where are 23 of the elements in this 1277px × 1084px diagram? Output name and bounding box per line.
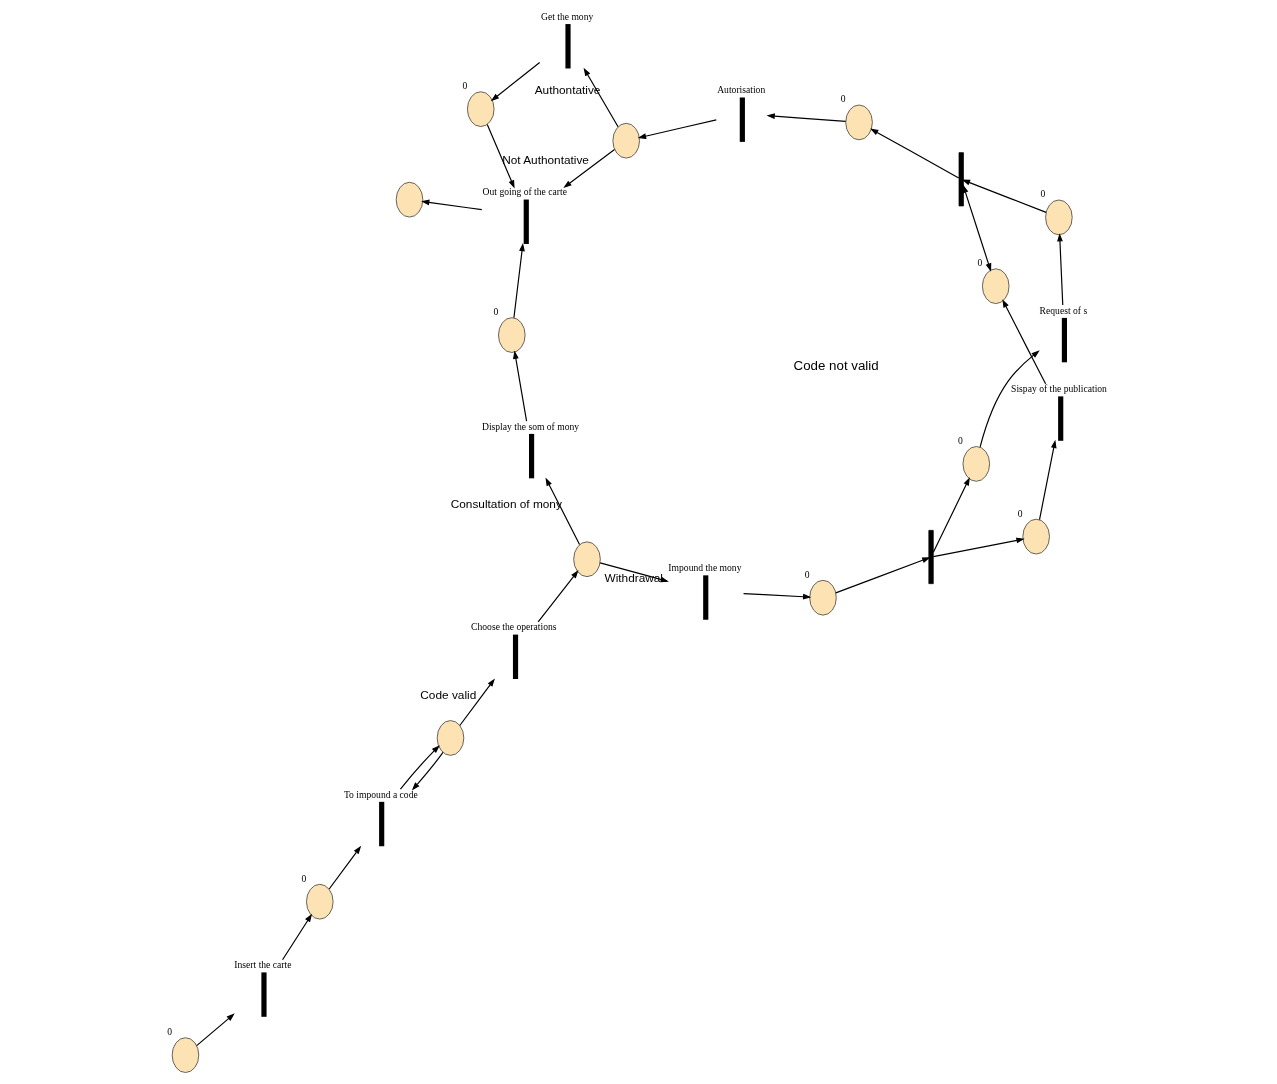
node-label: 0 (1040, 188, 1045, 200)
node-label: To impound a code (343, 788, 418, 800)
edge-label: Not Authontative (501, 153, 589, 168)
edge-label: Code valid (419, 687, 476, 702)
label: Code not valid (793, 357, 879, 373)
node-label: Request of s (1039, 304, 1087, 316)
node-label: 0 (1017, 507, 1023, 519)
node-label: 0 (976, 257, 982, 269)
node-label: 0 (957, 434, 963, 446)
node-label: Sispay of the publication (1010, 383, 1107, 395)
node-label: Choose the operations (470, 621, 557, 633)
node-label: 0 (840, 93, 846, 105)
node-label: Impound the mony (667, 562, 741, 574)
node-label: 0 (804, 568, 809, 580)
node-label: Out going of the carte (482, 186, 567, 198)
node-label: 0 (461, 80, 467, 92)
node-label: Insert the carte (233, 959, 291, 971)
node-label: Autorisation (716, 84, 765, 96)
node-label: 0 (300, 872, 306, 884)
node-label: Display the som of mony (481, 420, 579, 432)
node-label: Get the mony (540, 10, 593, 22)
node-label: 0 (492, 306, 498, 318)
node-label: 0 (166, 1026, 172, 1038)
